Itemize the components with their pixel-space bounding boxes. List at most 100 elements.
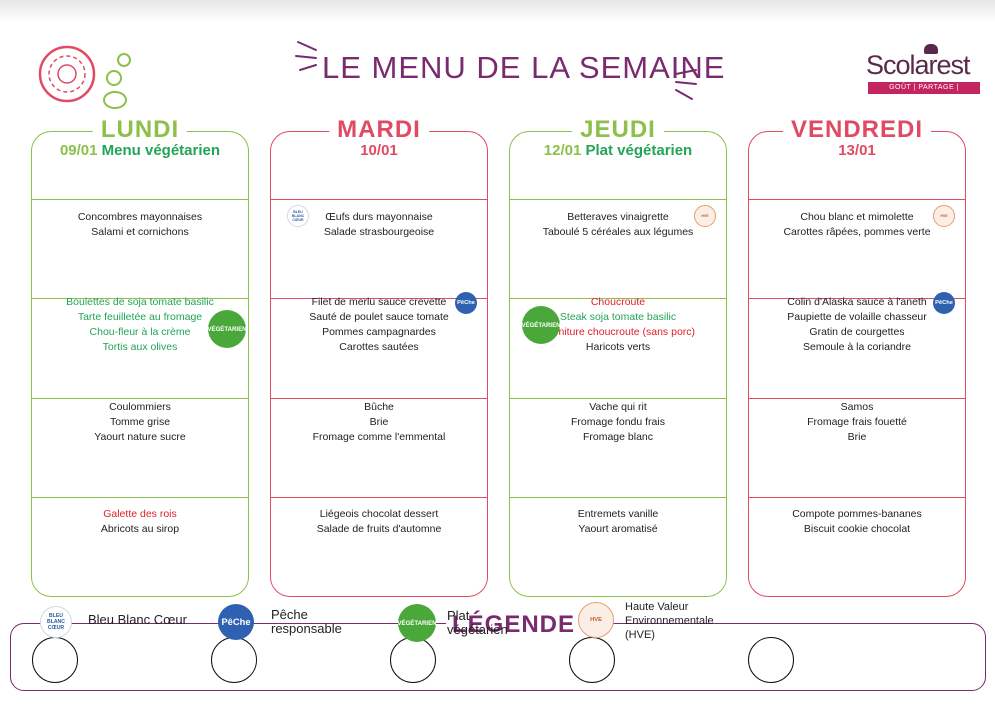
legend-empty-circle (748, 637, 794, 683)
peche-badge-icon: PêChe (455, 292, 477, 314)
scolarest-logo: Scolarest GOÛT | PARTAGE | PROXIMITÉ (862, 44, 982, 103)
day-date-line: 13/01 (749, 142, 965, 159)
menu-item: Salade strasbourgeoise (323, 226, 435, 238)
brand-name: Scolarest (866, 50, 971, 80)
brand-tagline: GOÛT | PARTAGE | PROXIMITÉ (868, 82, 980, 103)
menu-item: Salami et cornichons (91, 226, 189, 238)
menu-item: Choucroute (590, 296, 646, 308)
legend-empty-circle (32, 637, 78, 683)
day-name: VENDREDI (782, 116, 932, 144)
menu-item: Salade de fruits d'automne (316, 523, 442, 535)
day-date: 10/01 (360, 142, 398, 159)
menu-item: Œufs durs mayonnaise (325, 211, 433, 223)
day-date: 09/01 (59, 142, 98, 159)
legend-label: Plat végétarien (447, 608, 508, 637)
section-divider (271, 199, 487, 200)
veg-badge-icon: VÉGÉTARIEN (207, 310, 247, 348)
section-divider (32, 497, 248, 498)
legend-empty-circle (569, 637, 615, 683)
section-divider (32, 199, 248, 200)
section-divider (271, 298, 487, 299)
menu-item: Fromage blanc (582, 431, 654, 443)
menu-item: Sauté de poulet sauce tomate (309, 311, 449, 323)
legend-empty-circle (390, 637, 436, 683)
legend-label: Pêche responsable (271, 607, 342, 636)
bbc-badge-icon: BLEU BLANC CŒUR (287, 205, 309, 227)
menu-item: Coulommiers (109, 401, 171, 413)
section-divider (510, 398, 726, 399)
legend-label: Bleu Blanc Cœur (88, 612, 187, 627)
menu-item: Pommes campagnardes (322, 326, 436, 338)
menu-item: Concombres mayonnaises (77, 211, 203, 223)
menu-item: Entremets vanille (577, 508, 659, 520)
veg-badge-icon: VÉGÉTARIEN (521, 306, 561, 344)
hve-badge-icon: HVE (694, 205, 716, 227)
section-divider (32, 398, 248, 399)
hve-badge-icon: HVE (933, 205, 955, 227)
menu-item: Haricots verts (585, 341, 651, 353)
day-name: LUNDI (92, 116, 188, 144)
menu-item: Fromage comme l'emmental (312, 431, 446, 443)
menu-item: Biscuit cookie chocolat (803, 523, 911, 535)
day-tag: Menu végétarien (97, 142, 221, 159)
title-sparkle-right-icon (675, 69, 697, 100)
legend-empty-circle (211, 637, 257, 683)
menu-item: Chou-fleur à la crème (89, 326, 191, 338)
page-title: LE MENU DE LA SEMAINE (322, 50, 726, 85)
section-divider (271, 398, 487, 399)
top-shade (0, 0, 995, 22)
menu-item: Tomme grise (109, 416, 171, 428)
day-date: 13/01 (838, 142, 876, 159)
section-divider (510, 199, 726, 200)
menu-item: Carottes râpées, pommes verte (783, 226, 931, 238)
section-divider (510, 497, 726, 498)
section-divider (271, 497, 487, 498)
menu-item: Paupiette de volaille chasseur (787, 311, 927, 323)
menu-item: Brie (847, 431, 867, 443)
menu-item: Abricots au sirop (100, 523, 180, 535)
menu-item: Tarte feuilletée au fromage (77, 311, 203, 323)
bbc-badge-icon: BLEU BLANC CŒUR (40, 606, 72, 638)
section-divider (32, 298, 248, 299)
menu-item: Compote pommes-bananes (792, 508, 922, 520)
day-name: MARDI (329, 116, 429, 144)
menu-item: Fromage frais fouetté (807, 416, 907, 428)
menu-item: Taboulé 5 céréales aux légumes (542, 226, 694, 238)
menu-item: Boulettes de soja tomate basilic (66, 296, 214, 308)
chef-hat-icon (924, 44, 938, 54)
hve-badge-icon: HVE (578, 602, 614, 638)
menu-item: Colin d'Alaska sauce à l'aneth (787, 296, 927, 308)
menu-item: Vache qui rit (589, 401, 647, 413)
menu-item: Yaourt nature sucre (94, 431, 186, 443)
day-date-line: 10/01 (271, 142, 487, 159)
menu-item: Semoule à la coriandre (803, 341, 911, 353)
menu-item: Gratin de courgettes (809, 326, 905, 338)
veg-badge-icon: VÉGÉTARIEN (397, 604, 437, 642)
peche-badge-icon: PêChe (218, 604, 254, 640)
menu-item: Betteraves vinaigrette (567, 211, 669, 223)
menu-item: Garniture choucroute (sans porc) (540, 326, 696, 338)
section-divider (749, 298, 965, 299)
day-date-line: 12/01 Plat végétarien (510, 142, 726, 159)
legend-label: Haute Valeur Environnementale (HVE) (625, 601, 714, 641)
day-date-line: 09/01 Menu végétarien (32, 142, 248, 159)
section-divider (510, 298, 726, 299)
menu-item: Chou blanc et mimolette (800, 211, 914, 223)
menu-item: Fromage fondu frais (571, 416, 665, 428)
menu-item: Bûche (364, 401, 394, 413)
